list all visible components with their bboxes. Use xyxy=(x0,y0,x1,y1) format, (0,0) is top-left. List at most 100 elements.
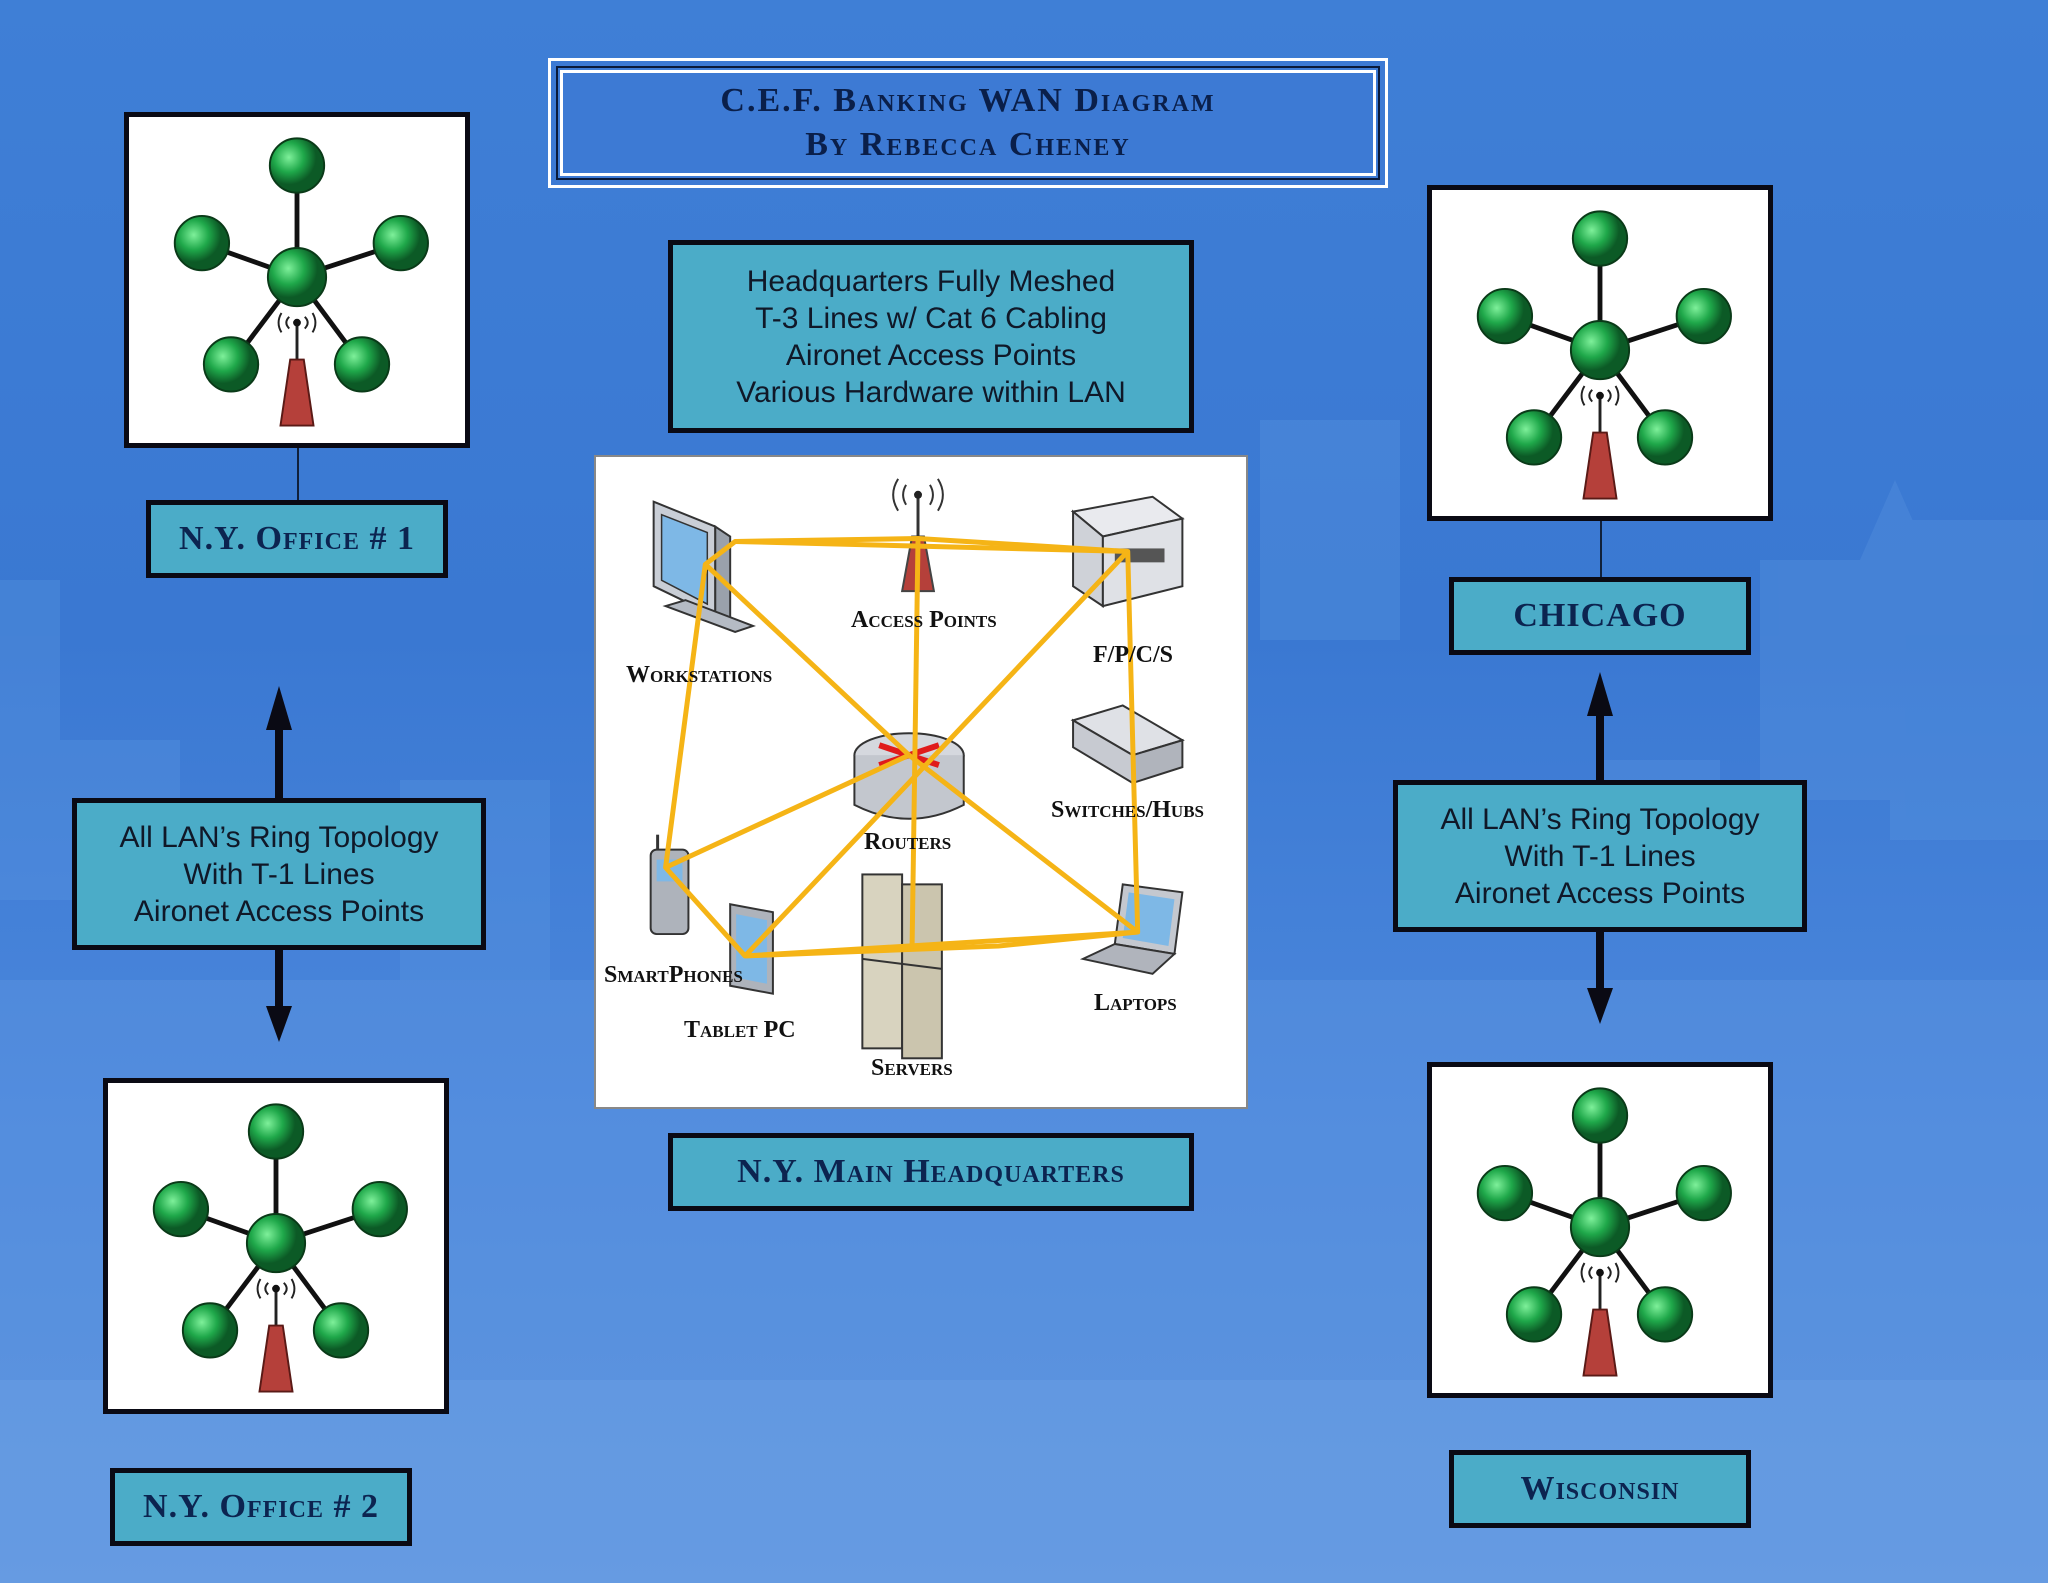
site-label-chicago: CHICAGO xyxy=(1449,577,1751,655)
star-topology-chicago xyxy=(1427,185,1773,521)
hq-info-box: Headquarters Fully Meshed T-3 Lines w/ C… xyxy=(668,240,1194,433)
workstation-icon xyxy=(652,500,756,633)
hq-info-line: Various Hardware within LAN xyxy=(736,375,1126,409)
star-node xyxy=(1571,1087,1629,1144)
star-node xyxy=(181,1302,239,1359)
switch-icon xyxy=(1070,704,1185,785)
star-node xyxy=(152,1180,210,1238)
star-topology-icon xyxy=(152,1103,408,1393)
signal-wave xyxy=(1607,389,1612,403)
signal-wave xyxy=(311,312,317,333)
signal-wave xyxy=(256,1278,262,1299)
signal-wave xyxy=(285,316,290,330)
star-node xyxy=(1636,409,1694,466)
connector-line xyxy=(1600,521,1602,577)
label-switches-hubs: Switches/Hubs xyxy=(1051,797,1205,823)
wireless-antenna-icon xyxy=(1582,431,1618,500)
signal-wave xyxy=(1607,1266,1612,1280)
hq-lan-diagram xyxy=(649,478,1185,1060)
signal-wave xyxy=(1580,1262,1586,1283)
star-node xyxy=(351,1180,408,1238)
arrow-up-icon xyxy=(266,686,292,798)
label-fpcs: F/P/C/S xyxy=(1093,642,1174,668)
diagram-title-frame: C.E.F. Banking WAN Diagram By Rebecca Ch… xyxy=(548,58,1388,188)
signal-wave xyxy=(1580,385,1586,406)
lan-info-line: With T-1 Lines xyxy=(1504,839,1696,873)
wireless-antenna-icon xyxy=(279,358,315,427)
arrow-down-icon xyxy=(266,950,292,1042)
label-laptops: Laptops xyxy=(1094,990,1177,1016)
antenna-tip xyxy=(293,318,301,327)
signal-wave xyxy=(1588,1266,1593,1280)
hq-info-line: Headquarters Fully Meshed xyxy=(746,264,1116,298)
title-inner-border xyxy=(560,70,1376,176)
lan-info-line: With T-1 Lines xyxy=(183,857,375,891)
mesh-links xyxy=(663,536,1141,959)
hq-info-line: Aironet Access Points xyxy=(785,338,1077,372)
lan-info-line: Aironet Access Points xyxy=(133,894,425,928)
arrow-down-icon xyxy=(1587,932,1613,1024)
signal-wave xyxy=(277,312,283,333)
star-hub xyxy=(1569,320,1631,381)
site-label-ny-office-1: N.Y. Office # 1 xyxy=(146,500,448,578)
star-node xyxy=(1505,1286,1563,1343)
star-node xyxy=(1571,210,1629,267)
star-node xyxy=(1675,1164,1732,1222)
signal-wave xyxy=(1614,1262,1620,1283)
wireless-antenna-icon xyxy=(1582,1308,1618,1377)
star-node xyxy=(268,137,326,194)
lan-info-line: Aironet Access Points xyxy=(1454,876,1746,910)
star-topology-icon xyxy=(173,137,429,427)
lan-info-line: All LAN’s Ring Topology xyxy=(1440,802,1760,836)
star-node xyxy=(1476,1164,1534,1222)
hq-lan-panel: Workstations Access Points F/P/C/S Switc… xyxy=(594,455,1248,1109)
star-topology-ny-office-2 xyxy=(103,1078,449,1414)
star-node xyxy=(202,336,260,393)
star-node xyxy=(1505,409,1563,466)
site-label-ny-office-2: N.Y. Office # 2 xyxy=(110,1468,412,1546)
signal-wave xyxy=(304,316,309,330)
lan-info-box-left: All LAN’s Ring Topology With T-1 Lines A… xyxy=(72,798,486,950)
arrow-up-icon xyxy=(1587,672,1613,780)
wireless-antenna-icon xyxy=(258,1324,294,1393)
site-label-wisconsin: Wisconsin xyxy=(1449,1450,1751,1528)
signal-wave xyxy=(1614,385,1620,406)
antenna-tip xyxy=(1596,1268,1604,1277)
diagram-author: By Rebecca Cheney xyxy=(805,126,1131,163)
star-hub xyxy=(1569,1197,1631,1258)
label-workstations: Workstations xyxy=(626,662,773,688)
label-smartphones: SmartPhones xyxy=(604,962,743,988)
signal-wave xyxy=(1588,389,1593,403)
server-icon xyxy=(861,873,943,1060)
label-routers: Routers xyxy=(864,829,952,855)
star-topology-wisconsin xyxy=(1427,1062,1773,1398)
star-node xyxy=(247,1103,305,1160)
star-node xyxy=(1476,287,1534,345)
wireless-antenna-icon xyxy=(892,478,944,593)
label-access-points: Access Points xyxy=(851,607,997,633)
star-hub xyxy=(245,1213,307,1274)
signal-wave xyxy=(264,1282,269,1296)
star-hub xyxy=(266,247,328,308)
signal-wave xyxy=(290,1278,296,1299)
lan-info-box-right: All LAN’s Ring Topology With T-1 Lines A… xyxy=(1393,780,1807,932)
label-tablet-pc: Tablet PC xyxy=(684,1017,796,1043)
site-label-ny-main-hq: N.Y. Main Headquarters xyxy=(668,1133,1194,1211)
router-icon xyxy=(853,732,965,820)
star-topology-icon xyxy=(1476,1087,1732,1377)
antenna-tip xyxy=(1596,391,1604,400)
star-node xyxy=(1675,287,1732,345)
signal-wave xyxy=(283,1282,288,1296)
star-topology-icon xyxy=(1476,210,1732,500)
star-node xyxy=(173,214,231,272)
star-node xyxy=(312,1302,370,1359)
star-topology-ny-office-1 xyxy=(124,112,470,448)
connector-line xyxy=(297,448,299,500)
lan-info-line: All LAN’s Ring Topology xyxy=(119,820,439,854)
hq-info-line: T-3 Lines w/ Cat 6 Cabling xyxy=(755,301,1107,335)
diagram-title: C.E.F. Banking WAN Diagram xyxy=(720,82,1216,119)
star-node xyxy=(372,214,429,272)
label-servers: Servers xyxy=(871,1055,953,1081)
star-node xyxy=(333,336,391,393)
star-node xyxy=(1636,1286,1694,1343)
